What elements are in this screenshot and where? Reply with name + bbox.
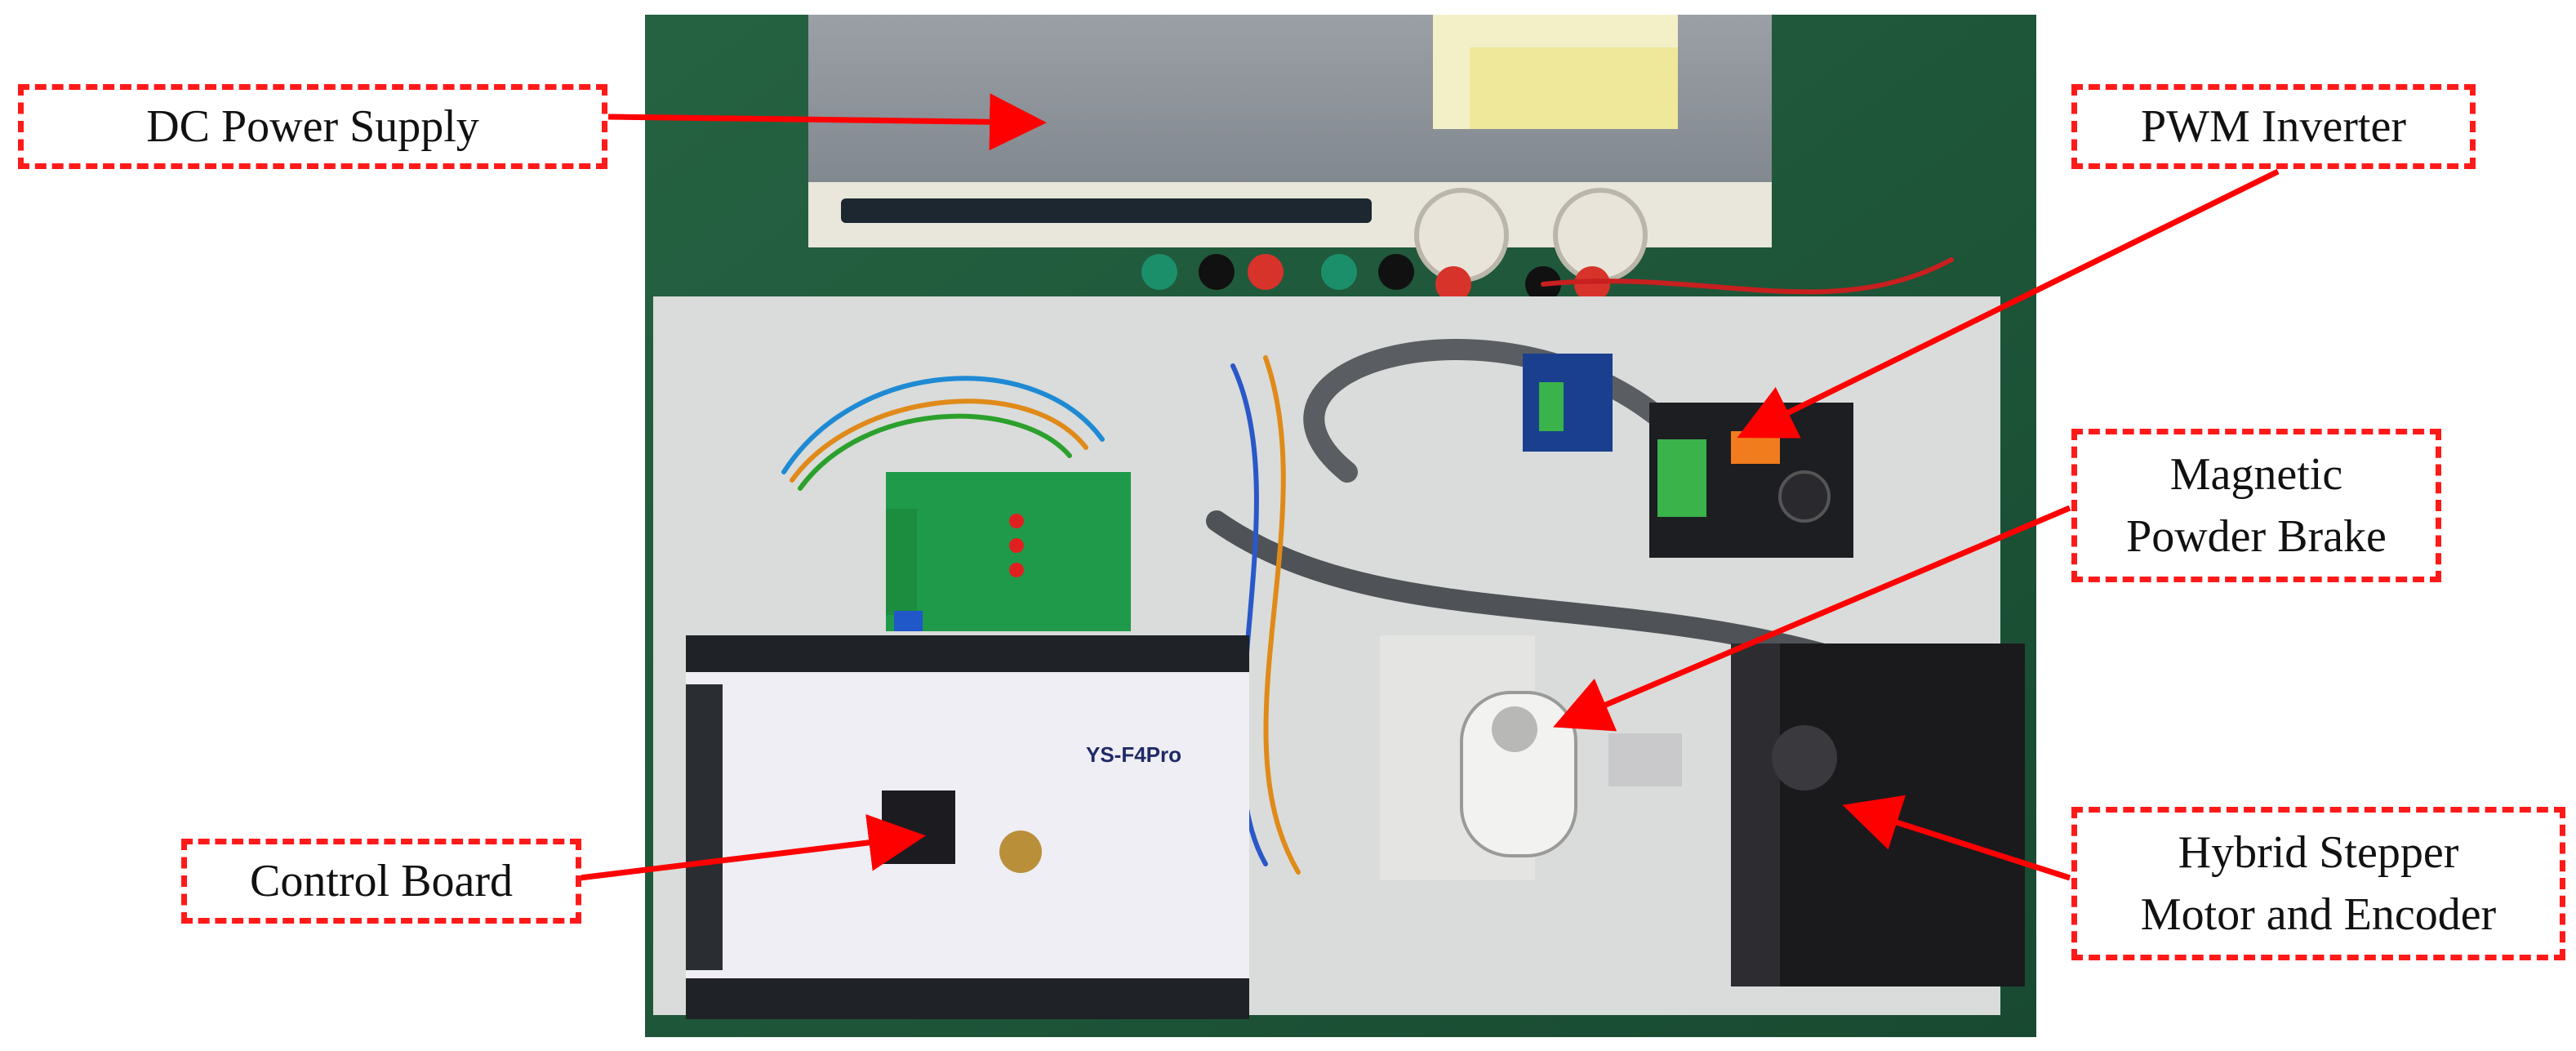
label-dc-power-supply: DC Power Supply <box>146 101 479 152</box>
board-model-text: YS-F4Pro <box>1086 742 1181 767</box>
label-pwm-inverter: PWM Inverter <box>2140 101 2406 152</box>
label-hybrid-stepper-motor-line1: Hybrid Stepper <box>2178 827 2459 878</box>
callout-pwm-inverter: PWM Inverter <box>2071 84 2476 169</box>
test-bench-photo: YS-F4Pro <box>645 15 2036 1037</box>
dc-power-supply <box>808 15 1772 302</box>
label-magnetic-powder-brake-line2: Powder Brake <box>2126 511 2387 562</box>
callout-magnetic-powder-brake: Magnetic Powder Brake <box>2071 429 2441 582</box>
hybrid-stepper-motor <box>1731 644 2025 986</box>
label-hybrid-stepper-motor-line2: Motor and Encoder <box>2140 889 2497 940</box>
driver-module-blue <box>1523 354 1613 452</box>
label-control-board: Control Board <box>250 856 513 906</box>
label-magnetic-powder-brake-line1: Magnetic <box>2169 449 2343 500</box>
control-board: YS-F4Pro <box>686 635 1249 1019</box>
shaft-coupling <box>1608 733 1682 786</box>
callout-dc-power-supply: DC Power Supply <box>18 84 607 169</box>
callout-hybrid-stepper-motor: Hybrid Stepper Motor and Encoder <box>2071 807 2565 960</box>
relay-board <box>886 472 1131 631</box>
magnetic-powder-brake <box>1380 635 1577 880</box>
pwm-inverter <box>1649 403 1853 558</box>
callout-control-board: Control Board <box>181 839 581 924</box>
